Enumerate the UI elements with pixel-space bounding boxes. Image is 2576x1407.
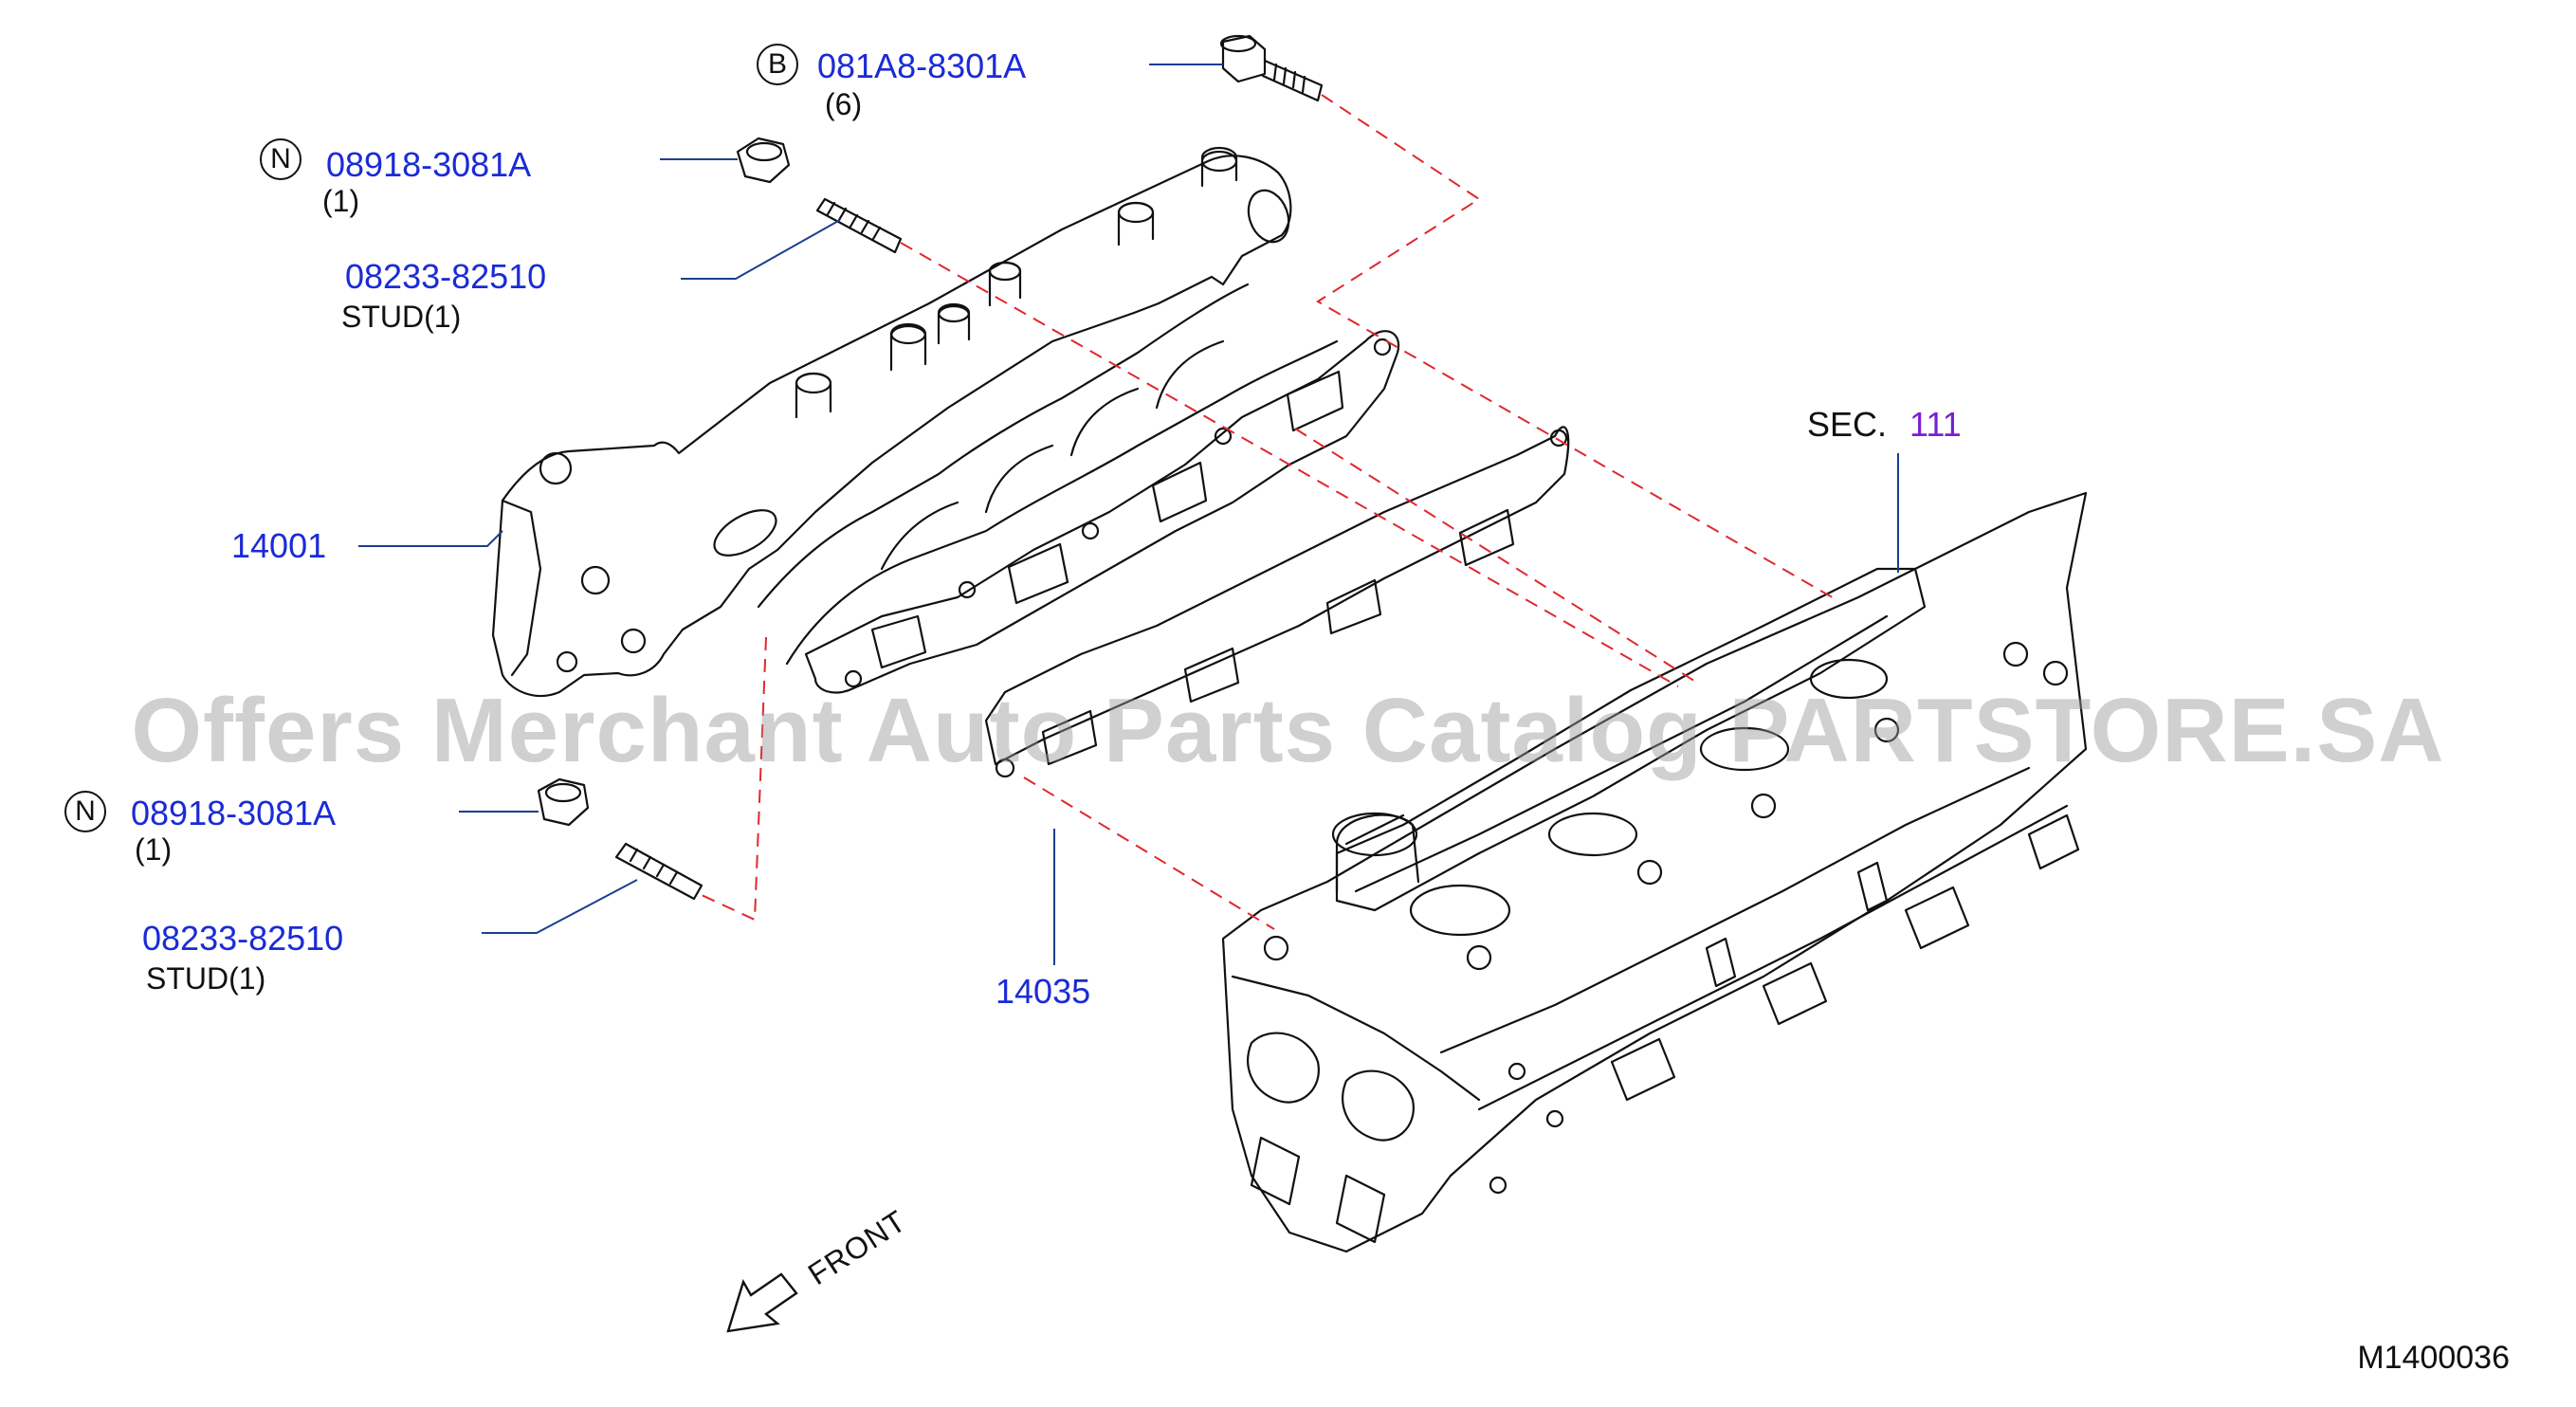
nut-upper-badge: N	[260, 138, 301, 180]
nut-lower-part-number[interactable]: 08918-3081A	[131, 794, 337, 832]
section-prefix: SEC.	[1807, 405, 1888, 444]
stud-upper-description: STUD(1)	[341, 300, 462, 334]
section-number[interactable]: 111	[1909, 405, 1962, 444]
bolt-quantity: (6)	[825, 87, 863, 121]
section-reference[interactable]: SEC. 111	[1807, 408, 1962, 442]
stud-upper[interactable]	[815, 197, 903, 254]
stud-lower-description: STUD(1)	[146, 961, 266, 996]
nut-upper[interactable]	[736, 137, 791, 184]
cylinder-head-assembly	[1221, 491, 2088, 1253]
stud-upper-part-number[interactable]: 08233-82510	[345, 257, 547, 296]
manifold-gasket[interactable]	[984, 426, 1570, 778]
watermark: Offers Merchant Auto Parts Catalog PARTS…	[131, 680, 2445, 781]
manifold-part-number[interactable]: 14001	[231, 526, 327, 565]
nut-lower[interactable]	[537, 777, 590, 827]
diagram-code: M1400036	[2357, 1340, 2510, 1376]
front-arrow-icon	[726, 1272, 798, 1333]
nut-upper-quantity: (1)	[322, 184, 360, 218]
stud-lower[interactable]	[614, 842, 703, 901]
bolt-part-number[interactable]: 081A8-8301A	[817, 46, 1027, 85]
leader-lines	[358, 64, 1899, 965]
assembly-guide-lines	[701, 94, 1836, 930]
exhaust-manifold[interactable]	[491, 146, 1400, 697]
nut-upper-part-number[interactable]: 08918-3081A	[326, 145, 532, 184]
nut-lower-quantity: (1)	[135, 832, 173, 867]
stud-lower-part-number[interactable]: 08233-82510	[142, 919, 344, 958]
flange-bolt[interactable]	[1219, 34, 1324, 102]
gasket-part-number[interactable]: 14035	[996, 972, 1091, 1011]
bolt-badge: B	[757, 44, 798, 85]
nut-lower-badge: N	[64, 791, 106, 832]
